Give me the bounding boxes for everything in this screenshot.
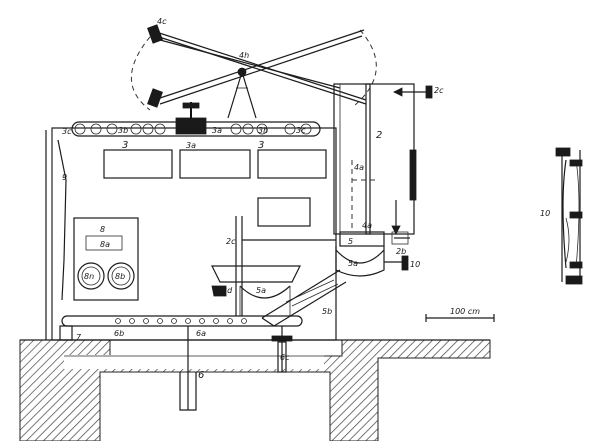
label-2: 2 [376, 130, 382, 141]
label-4a2: 4a [354, 163, 364, 172]
label-2c-top: 2c [434, 86, 444, 95]
foundation [19, 339, 491, 441]
detail-view-10 [555, 147, 583, 285]
label-4c: 4c [157, 17, 167, 26]
hopper-5a [211, 265, 301, 316]
label-5a2: 5a [348, 259, 358, 268]
label-8a: 8a [100, 240, 110, 249]
label-9: 9 [62, 173, 67, 182]
labels: 4c 4h 2c 3c 3b 3a 3h 3c 3 3a 3 2 4a 9 8 … [62, 17, 550, 381]
label-2b: 2b [396, 247, 406, 256]
rocker-arm [130, 24, 377, 119]
label-3-left: 3 [122, 140, 128, 151]
label-5a1: 5a [256, 286, 266, 295]
label-3c-right: 3c [296, 126, 306, 135]
inner-panels [103, 149, 327, 227]
chamber-5 [335, 231, 410, 277]
label-8b: 8b [115, 272, 125, 281]
label-3a-top: 3a [212, 126, 222, 135]
label-5: 5 [348, 237, 353, 246]
label-detail-10: 10 [540, 209, 550, 218]
label-8: 8 [100, 225, 105, 234]
label-2d: 2d [222, 286, 233, 295]
label-3-right: 3 [258, 140, 264, 151]
label-4a1: 4a [362, 221, 372, 230]
scale-bar [425, 314, 495, 322]
label-6b: 6b [114, 329, 124, 338]
label-7: 7 [76, 333, 82, 342]
label-6: 6 [198, 370, 204, 381]
bottom-conveyor [59, 315, 303, 411]
label-3b: 3b [118, 126, 128, 135]
scale-label: 100 cm [450, 307, 480, 316]
feed-roller-3a [175, 102, 207, 135]
label-3c-left: 3c [62, 127, 72, 136]
control-cabinet [73, 217, 139, 301]
label-3a-mid: 3a [186, 141, 196, 150]
inclined-chute [261, 269, 347, 327]
vertical-cylinder [333, 83, 433, 235]
center-post [235, 216, 336, 316]
machine-frame [45, 127, 337, 341]
label-6a: 6a [196, 329, 206, 338]
label-10: 10 [410, 260, 420, 269]
label-3h: 3h [258, 126, 268, 135]
label-2c-mid: 2c [226, 237, 236, 246]
label-6c: 6c [280, 353, 290, 362]
label-5b: 5b [322, 307, 332, 316]
label-8n: 8n [84, 272, 94, 281]
label-4h: 4h [239, 51, 249, 60]
